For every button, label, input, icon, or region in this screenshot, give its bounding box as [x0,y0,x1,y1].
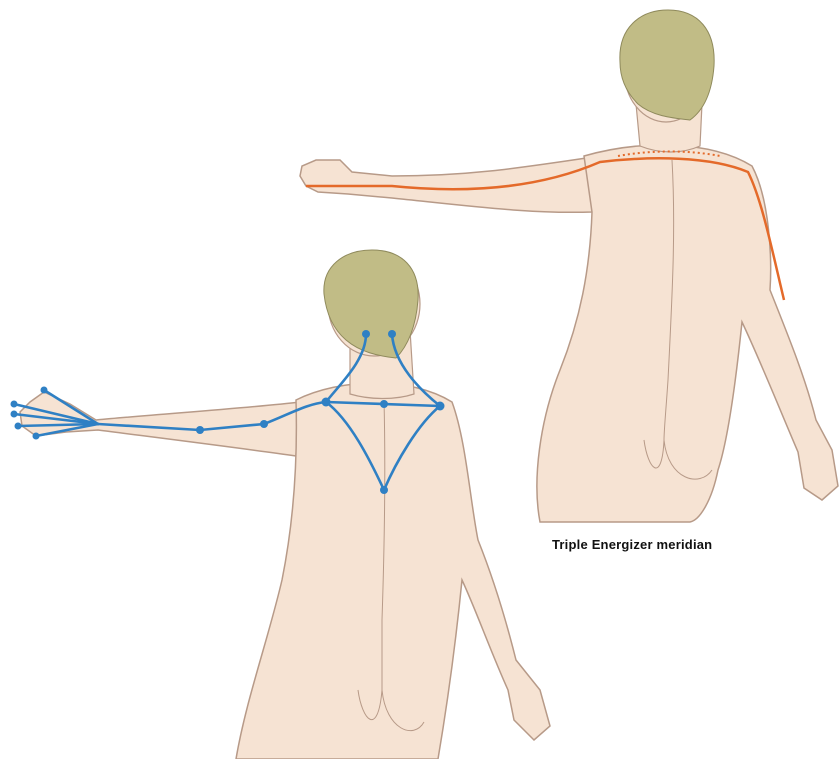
blue-point-finger-3 [11,411,18,418]
blue-point-spine-top [380,400,388,408]
blue-point-neck-right [388,330,396,338]
lower-figure-hair [324,250,418,358]
blue-point-upper-arm [260,420,268,428]
blue-point-shoulder-right [436,402,445,411]
upper-figure-left-arm [300,156,600,212]
blue-point-neck-left [362,330,370,338]
figure-back-view-lower [11,250,551,759]
blue-point-finger-4 [15,423,22,430]
blue-point-finger-1 [41,387,48,394]
blue-point-elbow [196,426,204,434]
blue-point-finger-2 [11,401,18,408]
blue-point-shoulder-left [322,398,331,407]
diagram-caption: Triple Energizer meridian [552,537,712,552]
blue-point-spine-bottom [380,486,388,494]
blue-point-finger-5 [33,433,40,440]
